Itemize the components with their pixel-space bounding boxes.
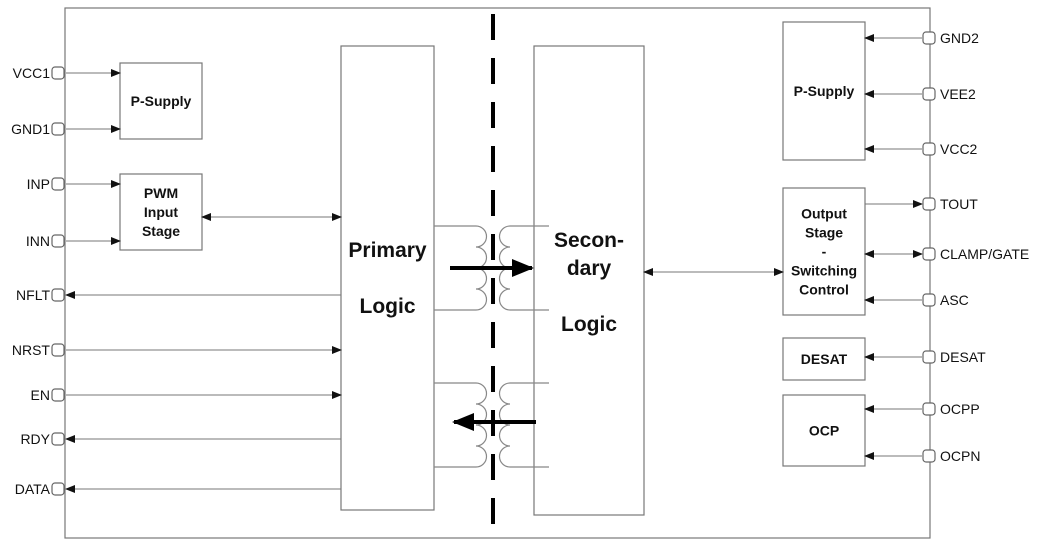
chip-outline (64, 7, 931, 539)
secondary-logic-label: Logic (561, 313, 617, 336)
pin-label: TOUT (940, 196, 978, 212)
pin-label: DATA (15, 481, 51, 497)
pin-label: VEE2 (940, 86, 976, 102)
pin-nrst[interactable]: NRST (12, 342, 65, 358)
p-supply-primary: P-Supply (119, 62, 203, 140)
output-stage-label: Control (799, 282, 849, 298)
output-stage-label: Output (801, 206, 847, 222)
pwm-input-stage-box (119, 173, 203, 251)
pin-gnd1[interactable]: GND1 (11, 121, 65, 137)
pin-pad-icon[interactable] (51, 177, 65, 191)
primary-logic-label: Primary (348, 239, 427, 262)
pin-pad-icon[interactable] (922, 293, 936, 307)
desat-block-label: DESAT (801, 351, 848, 367)
pin-ocpp[interactable]: OCPP (922, 401, 980, 417)
pin-nflt[interactable]: NFLT (16, 287, 65, 303)
pin-pad-icon[interactable] (51, 122, 65, 136)
pin-label: CLAMP/GATE (940, 246, 1029, 262)
pin-pad-icon[interactable] (922, 247, 936, 261)
pwm-input-stage-label: Input (144, 204, 179, 220)
pwm-input-stage-label: Stage (142, 223, 180, 239)
pin-label: RDY (20, 431, 50, 447)
pin-vee2[interactable]: VEE2 (922, 86, 976, 102)
pin-label: VCC1 (13, 65, 51, 81)
secondary-logic-label: dary (567, 257, 612, 280)
pin-inn[interactable]: INN (26, 233, 65, 249)
secondary-logic-box (533, 45, 645, 516)
p-supply-secondary-label: P-Supply (794, 83, 855, 99)
pin-clamp-gate[interactable]: CLAMP/GATE (922, 246, 1029, 262)
pin-asc[interactable]: ASC (922, 292, 969, 308)
p-supply-secondary: P-Supply (782, 21, 866, 161)
pin-label: INP (27, 176, 50, 192)
pin-label: EN (31, 387, 50, 403)
pin-en[interactable]: EN (31, 387, 65, 403)
transformer-secondary-coil-icon (498, 382, 549, 468)
output-stage-label: - (822, 244, 827, 260)
pin-vcc2[interactable]: VCC2 (922, 141, 978, 157)
pin-label: NFLT (16, 287, 50, 303)
pin-pad-icon[interactable] (922, 197, 936, 211)
pin-label: GND1 (11, 121, 50, 137)
pin-pad-icon[interactable] (51, 388, 65, 402)
pin-label: ASC (940, 292, 969, 308)
pin-label: OCPN (940, 448, 980, 464)
pin-label: DESAT (940, 349, 986, 365)
p-supply-primary-box (119, 62, 203, 140)
pin-pad-icon[interactable] (51, 288, 65, 302)
output-stage-box (782, 187, 866, 316)
pin-pad-icon[interactable] (922, 87, 936, 101)
pin-pad-icon[interactable] (51, 343, 65, 357)
pin-ocpn[interactable]: OCPN (922, 448, 980, 464)
pin-label: OCPP (940, 401, 980, 417)
pin-pad-icon[interactable] (922, 402, 936, 416)
desat-block-box (782, 337, 866, 381)
pin-pad-icon[interactable] (922, 449, 936, 463)
pin-data[interactable]: DATA (15, 481, 65, 497)
pwm-input-stage-label: PWM (144, 185, 178, 201)
pin-gnd2[interactable]: GND2 (922, 30, 979, 46)
ocp-block: OCP (782, 394, 866, 467)
primary-logic-box (340, 45, 435, 511)
output-stage-label: Switching (791, 263, 857, 279)
pin-pad-icon[interactable] (922, 350, 936, 364)
primary-logic-label: Logic (360, 295, 416, 318)
pin-pad-icon[interactable] (51, 482, 65, 496)
secondary-logic-label: Secon- (554, 229, 624, 252)
desat-block: DESAT (782, 337, 866, 381)
pin-label: VCC2 (940, 141, 978, 157)
pin-inp[interactable]: INP (27, 176, 65, 192)
pin-vcc1[interactable]: VCC1 (13, 65, 65, 81)
pin-pad-icon[interactable] (51, 234, 65, 248)
output-stage-label: Stage (805, 225, 843, 241)
ocp-block-box (782, 394, 866, 467)
pin-desat[interactable]: DESAT (922, 349, 986, 365)
pin-label: NRST (12, 342, 51, 358)
pin-tout[interactable]: TOUT (922, 196, 978, 212)
pin-label: INN (26, 233, 50, 249)
pin-pad-icon[interactable] (51, 66, 65, 80)
pin-pad-icon[interactable] (922, 31, 936, 45)
pin-pad-icon[interactable] (51, 432, 65, 446)
transformer-primary-coil-icon (434, 382, 488, 468)
pin-pad-icon[interactable] (922, 142, 936, 156)
pin-rdy[interactable]: RDY (20, 431, 65, 447)
pin-label: GND2 (940, 30, 979, 46)
p-supply-primary-label: P-Supply (131, 93, 192, 109)
ocp-block-label: OCP (809, 423, 839, 439)
